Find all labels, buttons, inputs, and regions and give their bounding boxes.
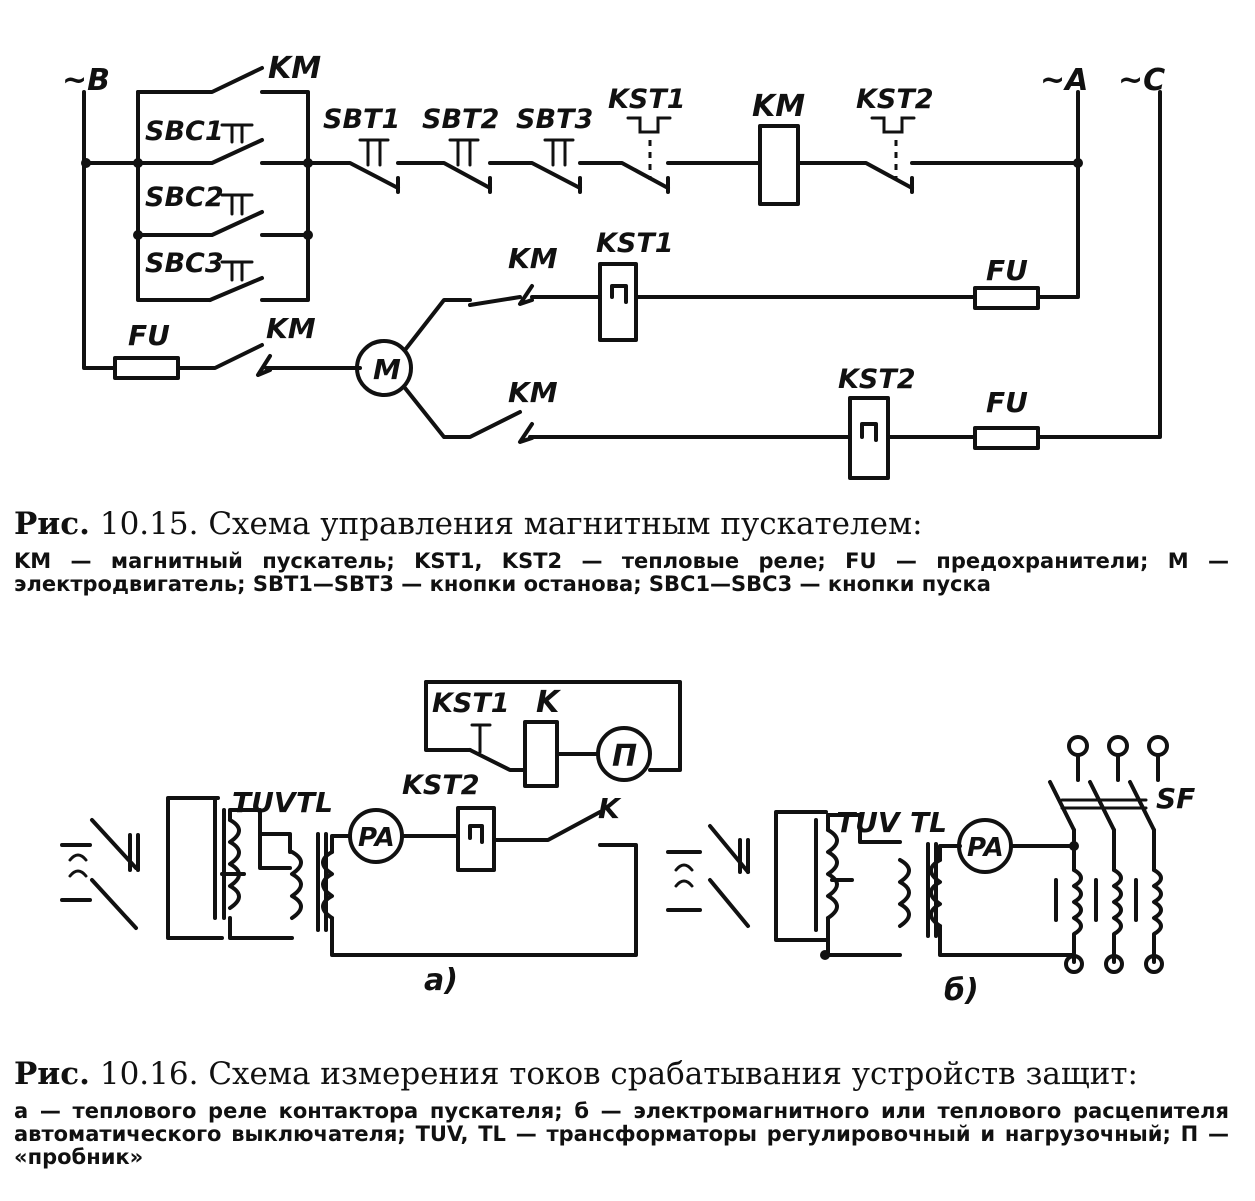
phase-b-label: ~B [62,63,110,98]
fig15-caption: Рис. 10.15. Схема управления магнитным п… [14,506,1229,596]
fig16-caption-prefix: Рис. [14,1056,90,1092]
kst1-probe-label: KST1 [432,688,510,719]
fig15-caption-title: Рис. 10.15. Схема управления магнитным п… [14,506,1229,542]
subfig-b-label: б) [944,973,979,1008]
pa-b-label: PA [967,833,1004,863]
fig16-caption-title: Рис. 10.16. Схема измерения токов срабат… [14,1056,1229,1092]
kst2-top-label: KST2 [856,84,934,115]
fig15-caption-text: Схема управления магнитным пускателем: [208,506,923,542]
kst1-top-label: KST1 [608,84,686,115]
km-phase-c-label: KM [508,376,558,409]
phase-c-label: ~C [1118,63,1165,98]
sbt3-label: SBT3 [516,104,593,135]
fig16b-breaker-test: TUV TL PA SF б) [666,735,1195,1008]
fig15-legend: KM — магнитный пускатель; KST1, KST2 — т… [14,549,1229,596]
motor-label: M [373,353,401,386]
fig16-legend: а — теплового реле контактора пускателя;… [14,1099,1229,1169]
sbt1-label: SBT1 [323,104,400,135]
sbc3-label: SBC3 [145,248,224,279]
fig15-control-circuit: ~B KM SBC1 SBC2 SBC3 SBT1 SBT2 SBT3 KST1… [62,51,1165,480]
kst1-heater-label: KST1 [596,228,674,259]
tuv-a-label: TUV [232,786,298,819]
kst2-heater-label: KST2 [838,364,916,395]
fu-phase-b-label: FU [128,319,170,352]
km-phase-b-label: KM [266,312,316,345]
probe-label: П [612,739,637,774]
fu-phase-c-label: FU [986,386,1028,419]
km-coil-label: KM [752,89,805,124]
tuv-b-label: TUV [836,806,902,839]
fig16-caption: Рис. 10.16. Схема измерения токов срабат… [14,1056,1229,1169]
k-contact-label: K [598,792,622,825]
sbt2-label: SBT2 [422,104,499,135]
sf-label: SF [1156,782,1195,815]
k-coil-label: K [536,685,562,720]
phase-a-label: ~A [1040,63,1088,98]
subfig-a-label: а) [424,963,458,998]
tl-b-label: TL [910,806,947,839]
pa-a-label: PA [358,823,395,853]
km-phase-a-label: KM [508,242,558,275]
sbc1-label: SBC1 [145,116,224,147]
fig16-caption-number: 10.16. [99,1056,199,1092]
fig16-caption-text: Схема измерения токов срабатывания устро… [208,1056,1138,1092]
tl-a-label: TL [296,786,333,819]
kst2-label: KST2 [402,770,480,801]
fu-phase-a-label: FU [986,254,1028,287]
fig16a-thermal-relay-test: KST1 K П KST2 TUV TL PA K а) [60,680,682,998]
km-top-label: KM [268,51,321,86]
sbc2-label: SBC2 [145,182,224,213]
fig15-caption-prefix: Рис. [14,506,90,542]
fig15-caption-number: 10.15. [99,506,199,542]
